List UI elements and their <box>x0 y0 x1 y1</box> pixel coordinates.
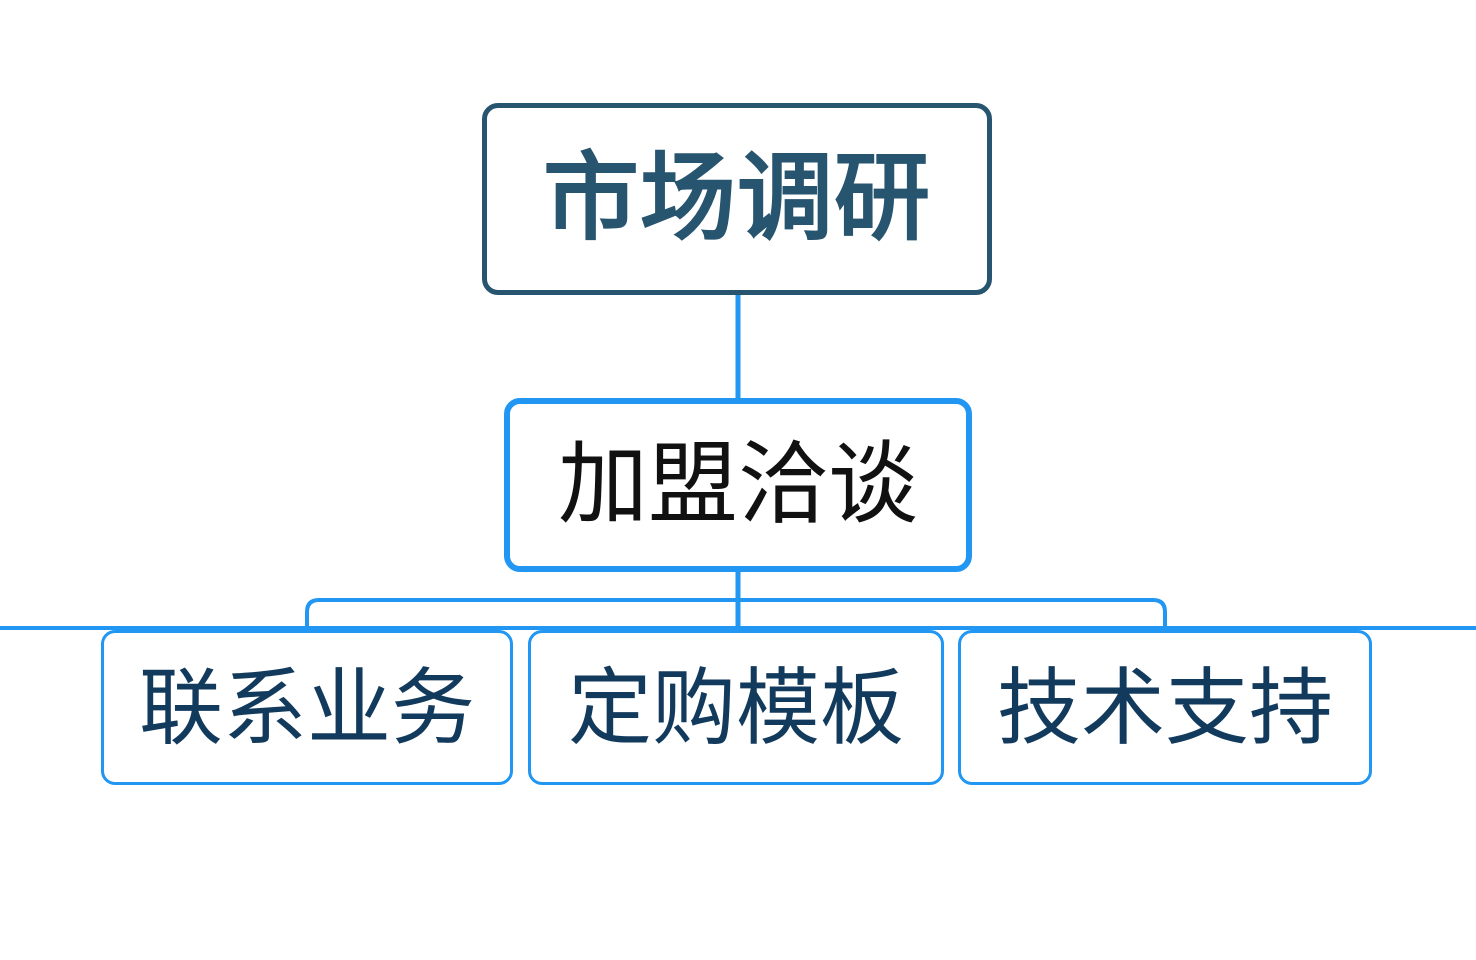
node-leaf-label: 定购模板 <box>567 660 904 755</box>
node-leaf-order-template[interactable]: 定购模板 <box>528 630 944 785</box>
connector-bus-left <box>305 598 738 628</box>
node-branch-label: 加盟洽谈 <box>558 435 918 535</box>
connector-bus-right <box>738 598 1167 628</box>
node-leaf-label: 联系业务 <box>138 660 475 755</box>
node-branch[interactable]: 加盟洽谈 <box>504 398 972 572</box>
node-leaf-technical-support[interactable]: 技术支持 <box>958 630 1372 785</box>
node-root-label: 市场调研 <box>543 145 931 252</box>
node-leaf-label: 技术支持 <box>996 660 1333 755</box>
node-root[interactable]: 市场调研 <box>482 103 992 295</box>
node-leaf-contact-business[interactable]: 联系业务 <box>101 630 513 785</box>
